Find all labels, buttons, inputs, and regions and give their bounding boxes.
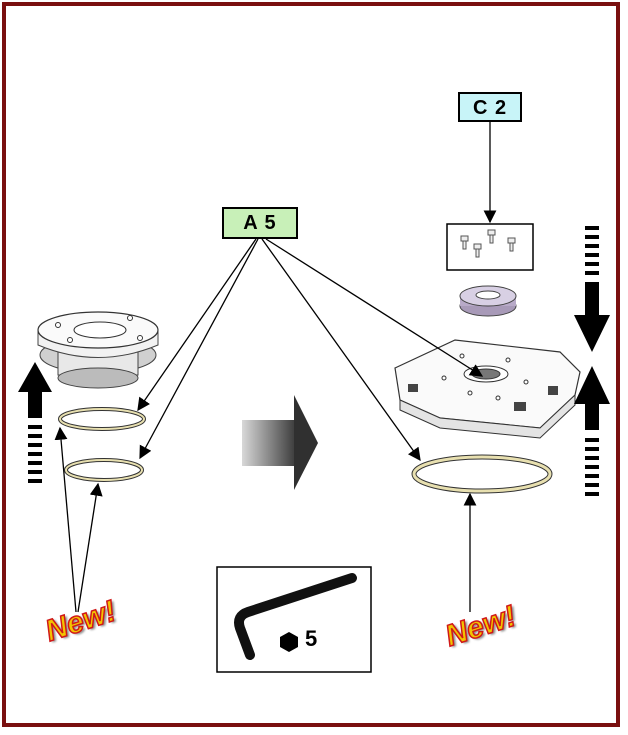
part-label-a5: A 5 bbox=[222, 207, 298, 239]
tool-box bbox=[216, 566, 372, 673]
arrow-right-icon bbox=[242, 395, 318, 490]
arrow-up-icon bbox=[18, 362, 52, 483]
flange-part bbox=[37, 311, 159, 389]
leader-lines-a5 bbox=[137, 238, 484, 462]
hex-nut-icon bbox=[280, 632, 298, 652]
arrow-down-icon bbox=[574, 226, 610, 352]
bushing-part bbox=[459, 285, 517, 317]
screws-box bbox=[446, 223, 534, 271]
leader-lines-new bbox=[54, 426, 477, 613]
hex-size-label: 5 bbox=[305, 626, 318, 651]
hex-key-icon bbox=[234, 573, 357, 660]
arrow-up-icon bbox=[574, 366, 610, 496]
housing-part bbox=[394, 339, 581, 439]
part-label-c2: C 2 bbox=[458, 92, 522, 122]
